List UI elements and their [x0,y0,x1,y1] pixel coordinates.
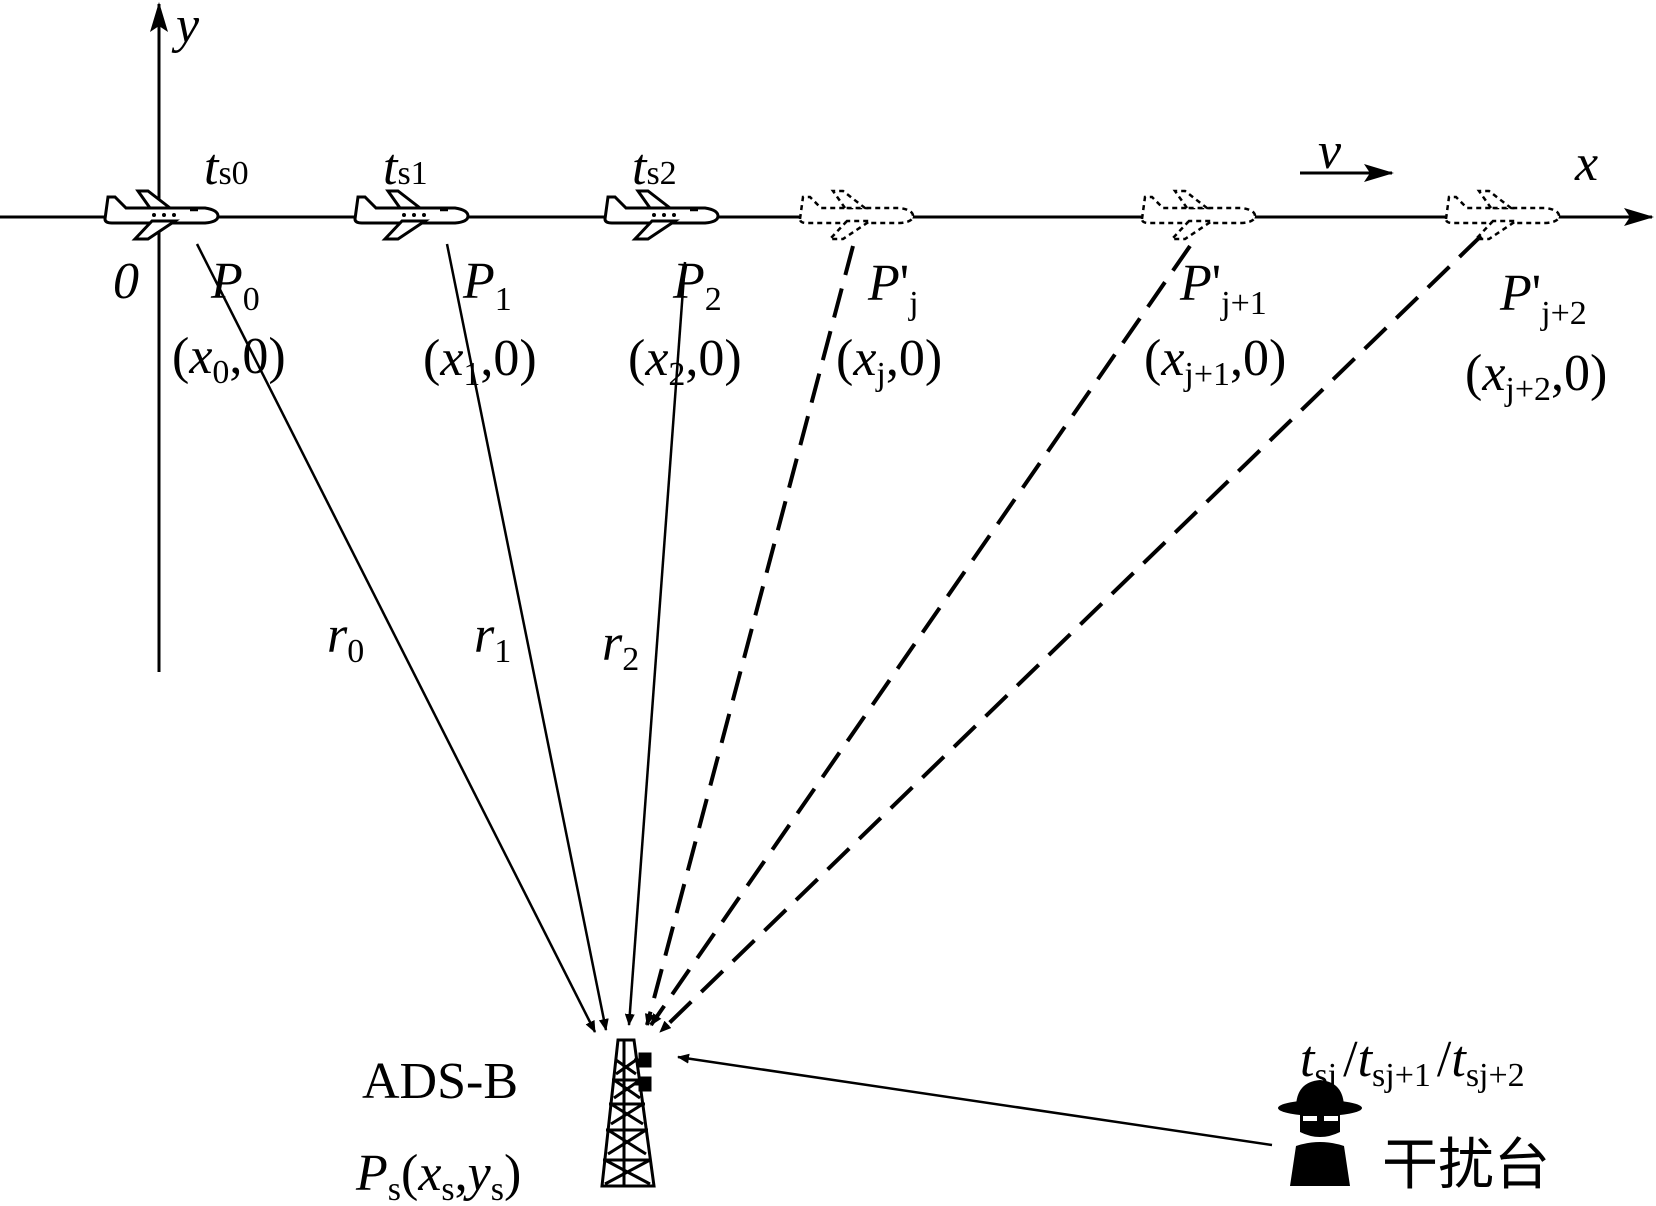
point-label-pj: P'j [867,255,919,322]
coord-label-2: (x2,0) [628,330,742,393]
origin-label: 0 [113,253,139,310]
time-label-s1: ts1 [383,139,428,196]
range-label-r2: r2 [602,615,639,678]
jammer-times: tsj/tsj+1/tsj+2 [1300,1031,1525,1094]
coord-label-j1: (xj+1,0) [1144,330,1286,393]
plane-icon-p1 [353,189,470,241]
time-label-s0: ts0 [204,139,249,196]
spoof-line-j1 [649,244,1192,1027]
radio-tower-icon [600,1038,656,1188]
jammer-label: 干扰台 [1382,1133,1550,1196]
point-label-pj2: P'j+2 [1499,265,1587,332]
y-axis-label: y [171,0,200,54]
coord-label-j2: (xj+2,0) [1465,345,1607,408]
plane-icon-p2 [603,189,720,241]
point-label-pj1: P'j+1 [1179,255,1267,322]
station-name: ADS-B [362,1053,518,1110]
ghost-plane-icon-pj [798,189,915,241]
point-label-p0: P0 [210,253,260,318]
range-label-r0: r0 [327,607,364,670]
ghost-plane-icon-pj2 [1444,189,1561,241]
time-label-s2: ts2 [632,139,677,196]
spy-hat-icon [1278,1080,1362,1186]
jamming-signal-arrow [677,1053,1273,1147]
coord-label-1: (x1,0) [423,330,537,393]
point-label-p2: P2 [672,253,722,318]
coord-label-0: (x0,0) [172,328,286,391]
range-line-r0 [195,243,597,1033]
coord-label-j: (xj,0) [836,330,942,393]
point-label-p1: P1 [462,253,512,318]
spoof-line-j2 [658,234,1483,1034]
plane-icon-p0 [103,189,220,241]
station-position: Ps(xs,ys) [355,1145,521,1206]
ghost-plane-icon-pj1 [1140,189,1257,241]
range-line-r1 [445,243,609,1031]
x-axis-label: x [1574,135,1598,192]
spoof-line-j [644,245,855,1026]
velocity-label: v [1318,123,1342,180]
range-line-r2 [624,261,687,1026]
range-label-r1: r1 [474,607,511,670]
